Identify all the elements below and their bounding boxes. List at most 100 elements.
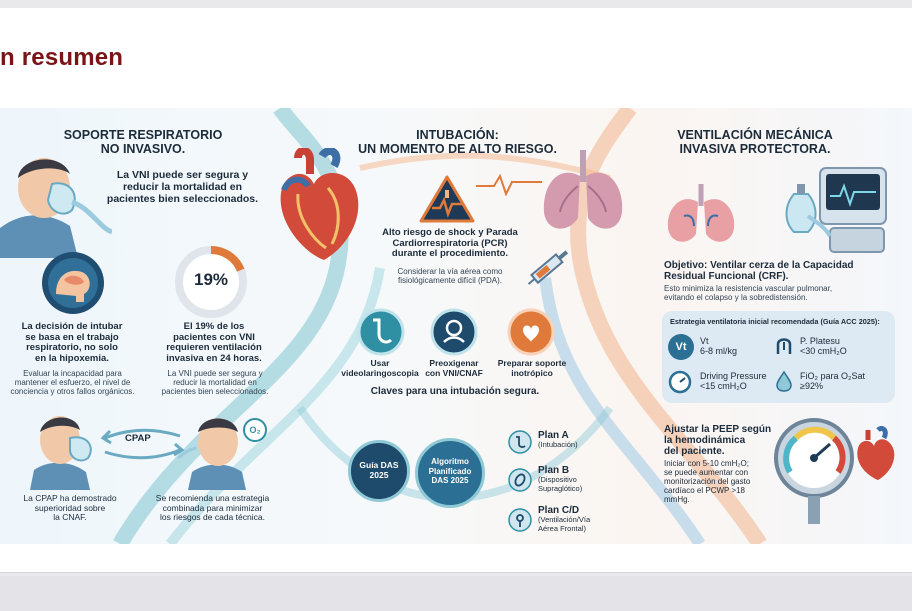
peep-body-line2: se puede aumentar con bbox=[664, 467, 749, 477]
percent-heading-line2: pacientes con VNI bbox=[173, 331, 255, 343]
driving-item: Driving Pressure <15 cmH₂O bbox=[700, 371, 767, 391]
vni-text-line3: pacientes bien seleccionados. bbox=[106, 192, 259, 205]
plan-a: Plan A (Intubación) bbox=[538, 430, 578, 450]
vt-label: Vt bbox=[700, 336, 709, 346]
peep-body: Iniciar con 5-10 cmH₂O; se puede aumenta… bbox=[664, 459, 784, 505]
o2-badge: O₂ bbox=[243, 418, 267, 442]
col3-header-line2: INVASIVA PROTECTORA. bbox=[679, 142, 831, 156]
syringe-icon bbox=[527, 250, 569, 285]
col1-header: SOPORTE RESPIRATORIO NO INVASIVO. bbox=[48, 128, 238, 156]
objective-body: Esto minimiza la resistencia vascular pu… bbox=[664, 284, 899, 303]
percent-body-line1: La VNI puede ser segura y bbox=[167, 369, 263, 378]
plan-a-sub: (Intubación) bbox=[538, 440, 578, 450]
brain-body: Evaluar la incapacidad para mantener el … bbox=[0, 369, 145, 397]
plan-cd-sub-line2: Aérea Frontal) bbox=[538, 523, 586, 533]
infographic: SOPORTE RESPIRATORIO NO INVASIVO. La VNI… bbox=[0, 108, 912, 544]
peep-heading-line3: del paciente. bbox=[664, 446, 725, 458]
cnaf-patient-icon bbox=[177, 418, 246, 490]
algoritmo-das-badge[interactable]: Algoritmo Planificado DAS 2025 bbox=[415, 438, 485, 508]
peep-heading-line2: la hemodinámica bbox=[664, 435, 746, 447]
cpap-label: CPAP bbox=[125, 433, 151, 444]
footer-bar bbox=[0, 576, 912, 611]
key-label-3-line2: inotrópico bbox=[511, 367, 553, 378]
risk-body-line2: fisiológicamente difícil (PDA). bbox=[397, 275, 503, 285]
percent-heading: El 19% de los pacientes con VNI requiere… bbox=[150, 321, 278, 365]
ventilator-icon bbox=[785, 167, 887, 253]
brain-heading: La decisión de intubar se basa en el tra… bbox=[8, 321, 136, 365]
cpap-text-line2: superioridad sobre bbox=[34, 502, 106, 513]
algoritmo-line2: Planificado bbox=[428, 466, 472, 476]
algoritmo-line1: Algoritmo bbox=[431, 457, 469, 466]
risk-body-line1: Considerar la vía aérea como bbox=[397, 267, 503, 276]
combo-text: Se recomienda una estrategia combinada p… bbox=[140, 493, 285, 523]
vt-badge: Vt bbox=[668, 334, 694, 360]
driving-label: Driving Pressure bbox=[700, 371, 767, 381]
percent-body-line3: pacientes bien seleccionados. bbox=[161, 386, 269, 396]
brain-body-line2: mantener el esfuerzo, el nivel de bbox=[14, 377, 131, 387]
platesu-value: <30 cmH₂O bbox=[800, 346, 847, 357]
key-label-3-line1: Preparar soporte bbox=[497, 358, 567, 368]
peep-body-line5: mmHg. bbox=[664, 494, 690, 504]
guia-das-line1: Guía DAS bbox=[359, 460, 399, 470]
risk-heading: Alto riesgo de shock y Parada Cardiorres… bbox=[370, 227, 530, 260]
plan-cd-icon bbox=[508, 508, 532, 532]
key-label-1-line1: Usar bbox=[370, 358, 390, 368]
peep-body-line4: cardíaco el PCWP >18 bbox=[664, 485, 746, 495]
plan-cd-title: Plan C/D bbox=[538, 505, 580, 516]
ecg-line-icon bbox=[476, 173, 542, 196]
col2-header: INTUBACIÓN: UN MOMENTO DE ALTO RIESGO. bbox=[340, 128, 575, 156]
col2-header-line1: INTUBACIÓN: bbox=[416, 128, 499, 142]
peep-body-line1: Iniciar con 5-10 cmH₂O; bbox=[664, 459, 749, 468]
fio2-label: FiO₂ para O₂Sat bbox=[800, 371, 866, 381]
brain-body-line3: conciencia y otros fallos orgánicos. bbox=[10, 386, 135, 396]
col3-header-line1: VENTILACIÓN MECÁNICA bbox=[677, 128, 833, 142]
objective-body-line2: evitando el colapso y la sobredistensión… bbox=[664, 292, 808, 302]
risk-heading-line2: Cardiorrespiratoria (PCR) bbox=[392, 237, 508, 249]
cpap-text-line1: La CPAP ha demostrado bbox=[23, 493, 117, 503]
key-label-2-line2: con VNI/CNAF bbox=[425, 367, 483, 378]
drop-icon bbox=[776, 370, 792, 392]
algoritmo-das-text: Algoritmo Planificado DAS 2025 bbox=[418, 457, 482, 486]
plan-cd-sub-line1: (Ventilación/Vía bbox=[538, 515, 591, 525]
key-label-1-line2: videolaringoscopia bbox=[341, 367, 419, 378]
plan-b: Plan B (Dispositivo Supraglótico) bbox=[538, 465, 582, 493]
algoritmo-line3: DAS 2025 bbox=[431, 476, 469, 486]
percent-ring-icon bbox=[175, 246, 247, 318]
objective-heading: Objetivo: Ventilar cerza de la Capacidad… bbox=[664, 260, 894, 282]
plan-a-icon bbox=[508, 430, 532, 454]
key-label-1: Usar videolaringoscopia bbox=[335, 358, 425, 378]
key-label-2-line1: Preoxigenar bbox=[429, 358, 479, 368]
vni-text: La VNI puede ser segura y reducir la mor… bbox=[100, 169, 265, 205]
brain-heading-line4: en la hipoxemia. bbox=[35, 352, 109, 364]
objective-heading-line1: Objetivo: Ventilar cerza de la Capacidad bbox=[664, 260, 854, 271]
videolaryngoscope-icon[interactable] bbox=[357, 308, 405, 356]
plan-cd: Plan C/D (Ventilación/Vía Aérea Frontal) bbox=[538, 505, 590, 533]
risk-heading-line1: Alto riesgo de shock y Parada bbox=[382, 227, 518, 238]
combo-text-line2: combinada para minimizar bbox=[162, 502, 263, 513]
risk-body: Considerar la vía aérea como fisiológica… bbox=[370, 267, 530, 286]
percent-body-line2: reducir la mortalidad en bbox=[173, 377, 257, 387]
arrows-icon bbox=[100, 428, 185, 460]
o2-label: O₂ bbox=[249, 425, 261, 435]
ventilated-lungs-icon bbox=[667, 184, 735, 242]
key-label-2: Preoxigenar con VNI/CNAF bbox=[412, 358, 496, 378]
guia-das-text: Guía DAS 2025 bbox=[351, 460, 407, 480]
preoxygenate-icon[interactable] bbox=[430, 308, 478, 356]
platesu-label: P. Platesu bbox=[800, 336, 840, 346]
vni-text-line1: La VNI puede ser segura y bbox=[116, 169, 249, 181]
cpap-text-line3: la CNAF. bbox=[53, 512, 87, 523]
peep-gauge-icon bbox=[774, 418, 854, 524]
guia-das-line2: 2025 bbox=[369, 470, 389, 481]
heart-icon bbox=[280, 148, 359, 260]
guia-das-badge[interactable]: Guía DAS 2025 bbox=[348, 440, 410, 502]
plan-b-sub-line1: (Dispositivo bbox=[538, 475, 577, 485]
brain-heading-line3: respiratorio, no solo bbox=[26, 342, 118, 354]
vni-text-line2: reducir la mortalidad en bbox=[122, 180, 243, 193]
objective-heading-line2: Residual Funcional (CRF). bbox=[664, 271, 789, 283]
percent-heading-line1: El 19% de los bbox=[183, 321, 245, 332]
vt-item: Vt 6-8 ml/kg bbox=[700, 336, 737, 356]
pressure-icon bbox=[776, 338, 792, 354]
percent-value: 19% bbox=[193, 270, 229, 289]
vt-value: 6-8 ml/kg bbox=[700, 346, 738, 357]
inotropic-support-icon[interactable] bbox=[507, 308, 555, 356]
